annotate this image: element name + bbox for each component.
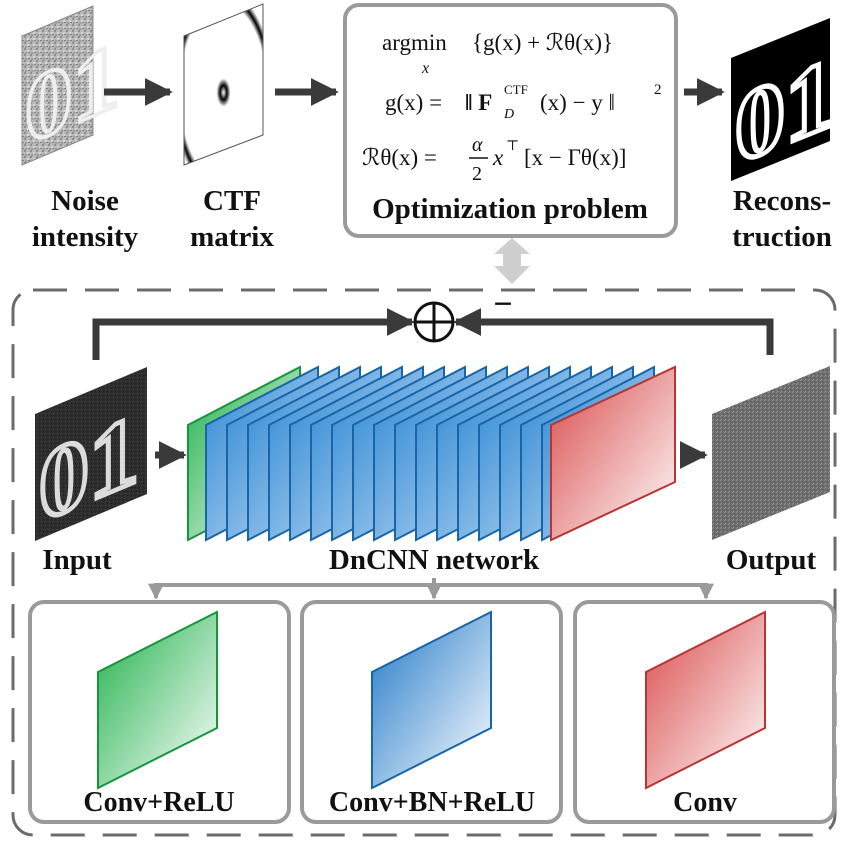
eq1-op: argmin xyxy=(382,30,447,55)
input-label: Input xyxy=(42,544,112,576)
input-image: 01 xyxy=(35,367,147,547)
eq2-lhs: g(x) = xyxy=(385,90,442,115)
double-arrow xyxy=(494,238,530,284)
eq2-body: ‖ F xyxy=(465,90,492,115)
eq1-body: {g(x) + ℛθ(x)} xyxy=(472,30,613,55)
legend-conv: Conv xyxy=(573,600,836,824)
reconstruction-image: 01 xyxy=(731,18,837,189)
output-label: Output xyxy=(726,544,817,576)
eq2-tail: (x) − y ‖ xyxy=(540,90,615,115)
eq1-sub: x xyxy=(421,60,429,77)
minus-sign: − xyxy=(493,286,512,323)
eq3-sup: ⊤ xyxy=(506,139,519,154)
noise-intensity-image: 01 xyxy=(21,5,122,168)
eq3-tail: [x − Γθ(x)] xyxy=(524,145,626,170)
network-label: DnCNN network xyxy=(329,544,540,576)
ctf-label-line2: matrix xyxy=(190,221,274,253)
legend-label-conv: Conv xyxy=(673,787,737,818)
eq3-num: α xyxy=(472,134,483,156)
eq2-sup: CTF xyxy=(504,82,528,97)
output-image xyxy=(712,366,830,540)
ctf-label-line1: CTF xyxy=(203,185,261,217)
eq3-den: 2 xyxy=(472,163,482,185)
eq2-pow: 2 xyxy=(654,82,662,98)
legend-connectors xyxy=(148,578,714,600)
ctf-matrix-image xyxy=(183,3,264,166)
reconstruction-label-line1: Recons- xyxy=(733,185,831,217)
residual-connection: − xyxy=(92,286,774,360)
noise-label-line1: Noise xyxy=(51,185,119,217)
reconstruction-label-line2: truction xyxy=(732,221,832,253)
eq3-body: x xyxy=(492,145,504,170)
dncnn-dashed-container xyxy=(11,288,837,837)
legend-conv-bn-relu: Conv+BN+ReLU xyxy=(300,600,563,824)
equation-regularizer: ℛθ(x) = α 2 x ⊤ [x − Γθ(x)] xyxy=(362,134,626,185)
equation-data-term: g(x) = ‖ F CTF D (x) − y ‖ 2 xyxy=(385,82,662,122)
noise-label-line2: intensity xyxy=(32,221,139,253)
dncnn-layer-stack xyxy=(187,365,676,542)
legend-conv-relu: Conv+ReLU xyxy=(28,600,291,824)
eq2-sub: D xyxy=(503,107,514,122)
optimization-title: Optimization problem xyxy=(372,193,648,225)
equation-argmin: argmin x {g(x) + ℛθ(x)} xyxy=(382,30,613,77)
legend-label-conv-relu: Conv+ReLU xyxy=(83,787,234,818)
optimization-box xyxy=(343,3,678,238)
legend-label-conv-bn-relu: Conv+BN+ReLU xyxy=(329,787,535,818)
eq3-lhs: ℛθ(x) = xyxy=(362,145,437,170)
